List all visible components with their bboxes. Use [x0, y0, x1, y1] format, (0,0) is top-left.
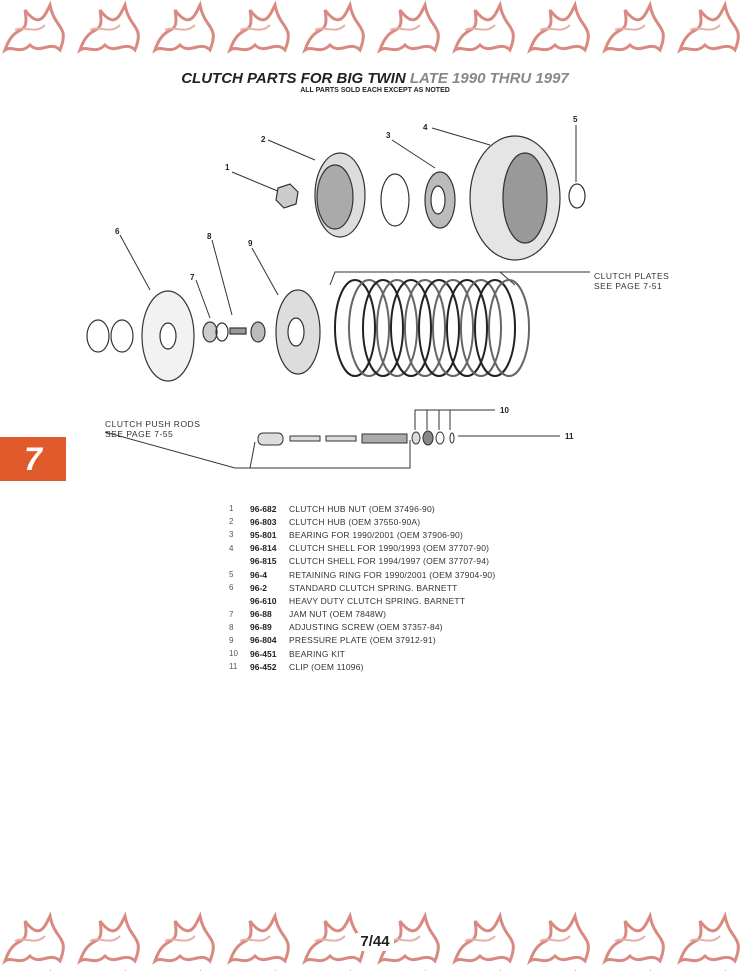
clutch-plate	[404, 279, 446, 377]
callout-6: 6	[115, 227, 120, 236]
part-description: CLUTCH SHELL FOR 1990/1993 (OEM 37707-90…	[289, 543, 490, 554]
parts-row: 5 96-4 RETAINING RING FOR 1990/2001 (OEM 3…	[229, 568, 495, 581]
part-description: RETAINING RING FOR 1990/2001 (OEM 37904-…	[289, 569, 496, 580]
callout-3: 3	[386, 131, 391, 140]
parts-row: 2 96-803 CLUTCH HUB (OEM 37550-90A)	[229, 515, 495, 528]
parts-row: 96-815 CLUTCH SHELL FOR 1994/1997 (OEM 37…	[229, 555, 495, 568]
clutch-plate	[334, 279, 376, 377]
push-rods-ref: SEE PAGE 7-55	[105, 429, 174, 439]
part-description: ADJUSTING SCREW (OEM 37357-84)	[289, 622, 443, 633]
parts-row: 3 95-801 BEARING FOR 1990/2001 (OEM 37906-…	[229, 528, 495, 541]
clutch-plate	[432, 279, 474, 377]
clutch-plate	[460, 279, 502, 377]
clutch-plate	[474, 279, 516, 377]
part-description: PRESSURE PLATE (OEM 37912-91)	[289, 635, 436, 646]
item-number: 4	[229, 543, 234, 553]
item-number: 8	[229, 622, 234, 632]
item-number: 9	[229, 635, 234, 645]
title-main: CLUTCH PARTS FOR BIG TWIN	[181, 70, 406, 87]
callout-11: 11	[565, 432, 574, 441]
callout-4: 4	[423, 123, 428, 132]
callout-7: 7	[190, 273, 195, 282]
part-description: BEARING FOR 1990/2001 (OEM 37906-90)	[289, 529, 463, 540]
page-number-container: 7/44	[0, 933, 750, 951]
parts-row: 6 96-2 STANDARD CLUTCH SPRING. BARNETT	[229, 581, 495, 594]
part-number: 96-89	[250, 622, 272, 633]
part-description: STANDARD CLUTCH SPRING. BARNETT	[289, 582, 458, 593]
part-number: 96-814	[250, 543, 277, 554]
part-number: 96-452	[250, 661, 277, 672]
item-number: 1	[229, 504, 234, 514]
clutch-plate	[446, 279, 488, 377]
part-description: CLUTCH SHELL FOR 1994/1997 (OEM 37707-94…	[289, 556, 490, 567]
part-number: 96-682	[250, 503, 277, 514]
parts-row: 9 96-804 PRESSURE PLATE (OEM 37912-91)	[229, 634, 495, 647]
parts-row: 11 96-452 CLIP (OEM 11096)	[229, 660, 495, 673]
callout-9: 9	[248, 239, 253, 248]
item-number: 2	[229, 517, 234, 527]
part-description: CLUTCH HUB NUT (OEM 37496-90)	[289, 503, 435, 514]
title-sub: LATE 1990 THRU 1997	[409, 70, 569, 87]
clutch-plates-ref: SEE PAGE 7-51	[594, 281, 663, 291]
item-number: 5	[229, 570, 234, 580]
part-number: 96-451	[250, 648, 277, 659]
item-number: 11	[229, 662, 238, 672]
page-number: 7/44	[356, 933, 394, 951]
parts-list: 1 96-682 CLUTCH HUB NUT (OEM 37496-90) 2 96-…	[229, 502, 495, 673]
parts-row: 7 96-88 JAM NUT (OEM 7848W)	[229, 608, 495, 621]
part-number: 96-804	[250, 635, 277, 646]
parts-row: 10 96-451 BEARING KIT	[229, 647, 495, 660]
part-number: 96-4	[250, 569, 268, 580]
parts-row: 1 96-682 CLUTCH HUB NUT (OEM 37496-90)	[229, 502, 495, 515]
clutch-plates-line: CLUTCH PLATES	[594, 271, 670, 281]
part-number: 96-803	[250, 516, 277, 527]
clutch-plate	[390, 279, 432, 377]
page-title: CLUTCH PARTS FOR BIG TWIN LATE 1990 THRU…	[0, 70, 750, 87]
part-description: JAM NUT (OEM 7848W)	[289, 609, 387, 620]
item-number: 10	[229, 649, 238, 659]
part-description: BEARING KIT	[289, 648, 346, 659]
clutch-plate	[348, 279, 390, 377]
part-number: 96-815	[250, 556, 277, 567]
part-number: 96-2	[250, 582, 268, 593]
item-number: 7	[229, 609, 234, 619]
item-number: 6	[229, 583, 234, 593]
clutch-plate	[376, 279, 418, 377]
part-number: 95-801	[250, 529, 277, 540]
page-subtitle: ALL PARTS SOLD EACH EXCEPT AS NOTED	[300, 87, 450, 94]
clutch-plate	[488, 279, 530, 377]
push-rods-line: CLUTCH PUSH RODS	[105, 419, 201, 429]
part-description: CLIP (OEM 11096)	[289, 661, 364, 672]
callout-10: 10	[500, 406, 509, 415]
part-number: 96-610	[250, 595, 277, 606]
item-number: 3	[229, 530, 234, 540]
callout-2: 2	[261, 135, 266, 144]
part-description: HEAVY DUTY CLUTCH SPRING. BARNETT	[289, 595, 466, 606]
parts-row: 8 96-89 ADJUSTING SCREW (OEM 37357-84)	[229, 621, 495, 634]
section-tab: 7	[0, 437, 66, 481]
exploded-clutch-diagram: 1 2 3 4 5 6 7 8 9 10 11	[86, 115, 590, 469]
part-number: 96-88	[250, 609, 272, 620]
parts-row: 4 96-814 CLUTCH SHELL FOR 1990/1993 (OEM 3…	[229, 542, 495, 555]
flame-border-top	[0, 0, 750, 58]
parts-row: 96-610 HEAVY DUTY CLUTCH SPRING. BARNETT	[229, 594, 495, 607]
callout-8: 8	[207, 232, 212, 241]
clutch-plate	[418, 279, 460, 377]
callout-1: 1	[225, 163, 230, 172]
clutch-plate	[362, 279, 404, 377]
part-description: CLUTCH HUB (OEM 37550-90A)	[289, 516, 421, 527]
callout-5: 5	[573, 115, 578, 124]
